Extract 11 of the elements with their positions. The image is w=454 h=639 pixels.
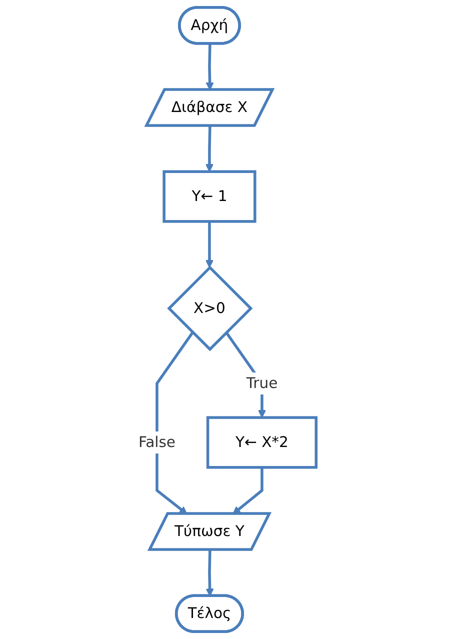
node-box: Y← X*2 [206,416,318,469]
node-box: Y← 1 [162,170,256,223]
arrow [205,550,214,596]
arrow [205,221,214,268]
edge-label: False [138,433,176,451]
node-diamond: X>0 [166,266,252,352]
edge-label: True [246,374,278,392]
arrow [232,467,264,514]
arrow [155,332,194,514]
arrow [205,126,214,172]
arrow [205,44,214,90]
